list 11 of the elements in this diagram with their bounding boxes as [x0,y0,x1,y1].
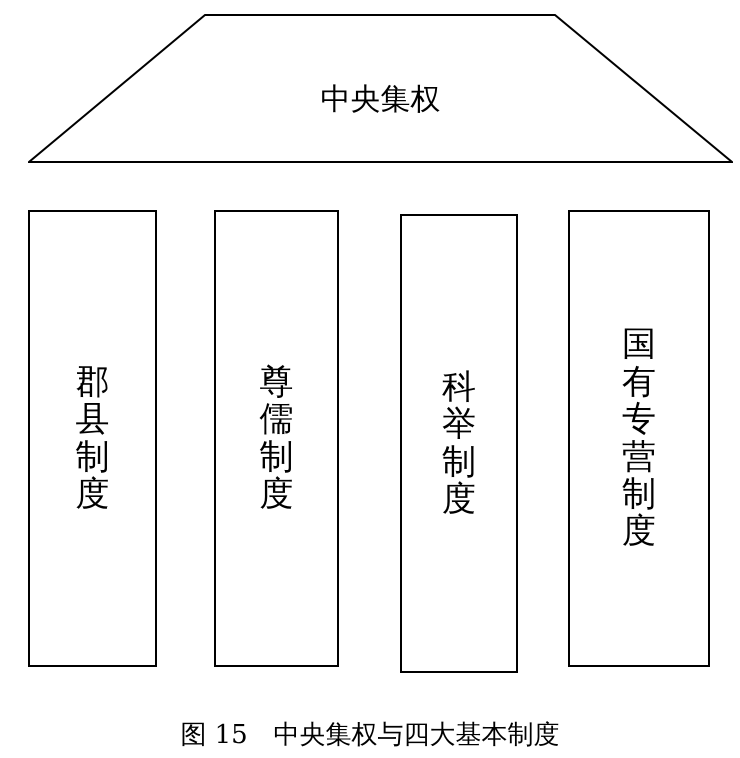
pillar-label: 尊儒制度 [260,364,294,514]
pillar-label: 国有专营制度 [622,326,656,551]
roof-label: 中央集权 [320,81,440,119]
pillar-label: 郡县制度 [76,364,110,514]
figure-caption: 图 15 中央集权与四大基本制度 [179,719,561,752]
pillar-box [214,210,339,667]
pillar-box [400,214,518,673]
roof-trapezoid [28,14,733,163]
pillar-box [568,210,710,667]
pillar-label: 科举制度 [442,368,476,518]
pillar-box [28,210,157,667]
